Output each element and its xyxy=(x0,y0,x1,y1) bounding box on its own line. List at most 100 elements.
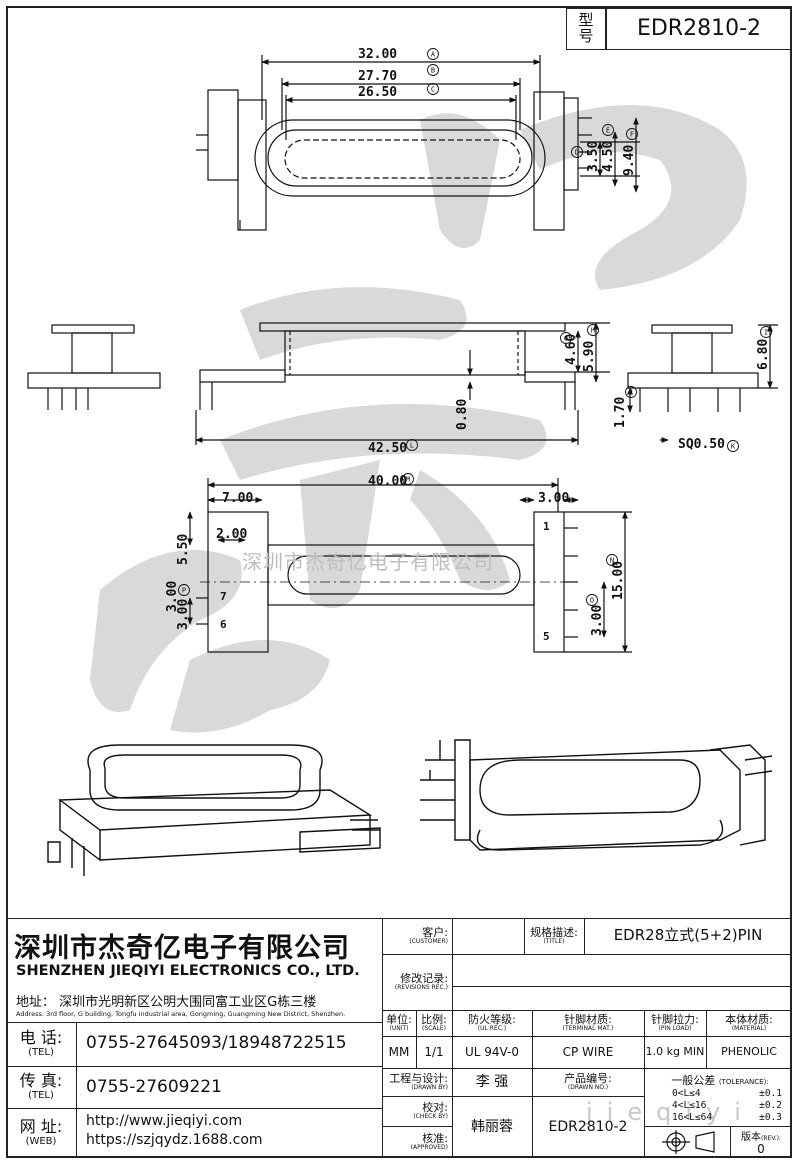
dim-length: 42.50 xyxy=(368,441,407,456)
title-value: EDR28立式(5+2)PIN xyxy=(613,926,763,945)
marker-n: N xyxy=(610,557,614,565)
marker-l: L xyxy=(410,442,414,450)
right-end-view xyxy=(627,324,778,443)
material-label: 本体材质:(MATERIAL) xyxy=(725,1012,773,1033)
iso-view-left xyxy=(47,744,381,876)
company-name-en: SHENZHEN JIEQIYI ELECTRONICS CO., LTD. xyxy=(16,963,360,979)
top-view xyxy=(196,55,640,231)
divider xyxy=(416,1010,417,1068)
revisions-label: 修改记录:(REVISIONS REC.) xyxy=(394,971,448,992)
divider xyxy=(382,1126,452,1127)
divider xyxy=(382,1068,792,1069)
divider xyxy=(76,1022,77,1158)
divider xyxy=(644,1126,792,1127)
dim-b: 27.70 xyxy=(358,69,397,84)
divider xyxy=(452,986,792,987)
dim-left: 7.00 xyxy=(222,491,253,506)
web-link-1[interactable]: http://www.jieqiyi.com xyxy=(86,1113,243,1129)
marker-b: B xyxy=(431,67,435,75)
contact-rows xyxy=(6,1022,382,1159)
marker-p: P xyxy=(182,587,186,595)
tolerance-heading: 一般公差 (TOLERANCE): xyxy=(671,1074,769,1087)
marker-j: J xyxy=(629,389,633,397)
marker-g: G xyxy=(564,335,568,343)
dim-h: 5.90 xyxy=(582,341,597,372)
marker-o: O xyxy=(590,597,594,605)
marker-a: A xyxy=(431,51,436,59)
terminal-value: CP WIRE xyxy=(562,1044,614,1059)
left-end-view xyxy=(27,324,161,410)
dim-base: 0.80 xyxy=(455,399,470,430)
divider xyxy=(382,954,792,955)
company-address-en: Address: 3rd floor, G building, Tongfu i… xyxy=(16,1010,346,1018)
rev-value: 0 xyxy=(757,1142,765,1156)
marker-m: M xyxy=(406,476,410,484)
rev-label: 版本(REV.): xyxy=(741,1132,781,1143)
tolerance-row: 4<L≤16±0.2 xyxy=(672,1100,782,1111)
title-label: 规格描述:(TITLE) xyxy=(530,925,578,946)
title-block xyxy=(6,918,792,1159)
pin-label-5: 5 xyxy=(543,630,550,643)
watermark-text: 深圳市杰奇亿电子有限公司 xyxy=(242,550,494,574)
dim-a: 32.00 xyxy=(358,47,397,62)
iso-view-right xyxy=(420,739,773,851)
dim-f: 9.40 xyxy=(622,145,637,176)
material-value: PHENOLIC xyxy=(721,1045,777,1059)
web-link-2[interactable]: https://szjqydz.1688.com xyxy=(86,1132,263,1148)
model-value: EDR2810-2 xyxy=(606,8,792,50)
company-address-cn: 地址： 深圳市光明新区公明大围同富工业区G栋三楼 xyxy=(16,995,317,1010)
technical-drawing: 32.00 27.70 26.50 3.50 4.50 9.40 4.60 5.… xyxy=(27,47,778,876)
ul-label: 防火等级:(UL REC.) xyxy=(468,1012,516,1033)
scale-label: 比例:(SCALE) xyxy=(421,1012,447,1033)
pin-label-6: 6 xyxy=(220,618,227,631)
dim-right-height: 6.80 xyxy=(756,339,771,370)
drawing-frame xyxy=(6,6,792,1158)
divider xyxy=(382,1036,792,1037)
company-name-cn: 深圳市杰奇亿电子有限公司 xyxy=(14,933,350,964)
dim-total: 40.00 xyxy=(368,474,407,489)
dim-p2: 2.00 xyxy=(216,527,247,542)
marker-e: E xyxy=(606,127,610,135)
dim-g: 4.60 xyxy=(564,334,579,365)
side-view xyxy=(195,322,610,445)
dim-c: 26.50 xyxy=(358,85,397,100)
pin-label-7: 7 xyxy=(220,590,227,603)
divider xyxy=(382,1096,644,1097)
pinload-label: 针脚拉力:(PIN LOAD) xyxy=(651,1012,699,1033)
terminal-label: 针脚材质:(TERMINAL MAT.) xyxy=(562,1012,614,1033)
fax-value: 0755-27609221 xyxy=(86,1077,222,1097)
marker-i: I xyxy=(764,329,768,337)
tel-value: 0755-27645093/18948722515 xyxy=(86,1033,347,1053)
bottom-view xyxy=(187,478,632,653)
divider xyxy=(6,1066,382,1067)
ul-value: UL 94V-0 xyxy=(464,1044,520,1059)
drawing-no-label: 产品编号:(DRAWN NO.) xyxy=(564,1071,612,1092)
unit-label: 单位:(UNIT) xyxy=(386,1012,412,1033)
dim-p5: 3.00 xyxy=(590,605,605,636)
divider xyxy=(452,918,453,1158)
dim-d: 3.50 xyxy=(586,141,601,172)
unit-value: MM xyxy=(388,1044,410,1059)
tel-label: 电 话:(TEL) xyxy=(19,1027,63,1058)
divider xyxy=(6,1108,382,1109)
dim-p3: 3.00 xyxy=(165,581,180,612)
dim-p1: 5.50 xyxy=(176,534,191,565)
drawn-value: 李 强 xyxy=(475,1073,509,1090)
pin-label-1: 1 xyxy=(543,520,550,533)
scale-value: 1/1 xyxy=(424,1044,444,1059)
divider xyxy=(524,918,525,954)
customer-value xyxy=(452,918,524,954)
web-label: 网 址:(WEB) xyxy=(19,1116,63,1147)
pinload-value: 1.0 kg MIN xyxy=(645,1045,705,1059)
approved-label: 核准:(APPROVED) xyxy=(410,1131,448,1152)
check-label: 校对:(CHECK BY) xyxy=(413,1100,448,1121)
marker-d: D xyxy=(575,149,579,157)
marker-k: K xyxy=(731,443,736,451)
watermark-web: jieqiyi xyxy=(586,1098,755,1126)
fax-label: 传 真:(TEL) xyxy=(19,1070,63,1101)
drawing-no-value: EDR2810-2 xyxy=(548,1118,628,1135)
tolerance-row: 0<L≤4±0.1 xyxy=(672,1088,782,1099)
customer-label: 客户:(CUSTOMER) xyxy=(409,925,448,946)
marker-c: C xyxy=(431,86,435,94)
divider xyxy=(532,1010,533,1158)
